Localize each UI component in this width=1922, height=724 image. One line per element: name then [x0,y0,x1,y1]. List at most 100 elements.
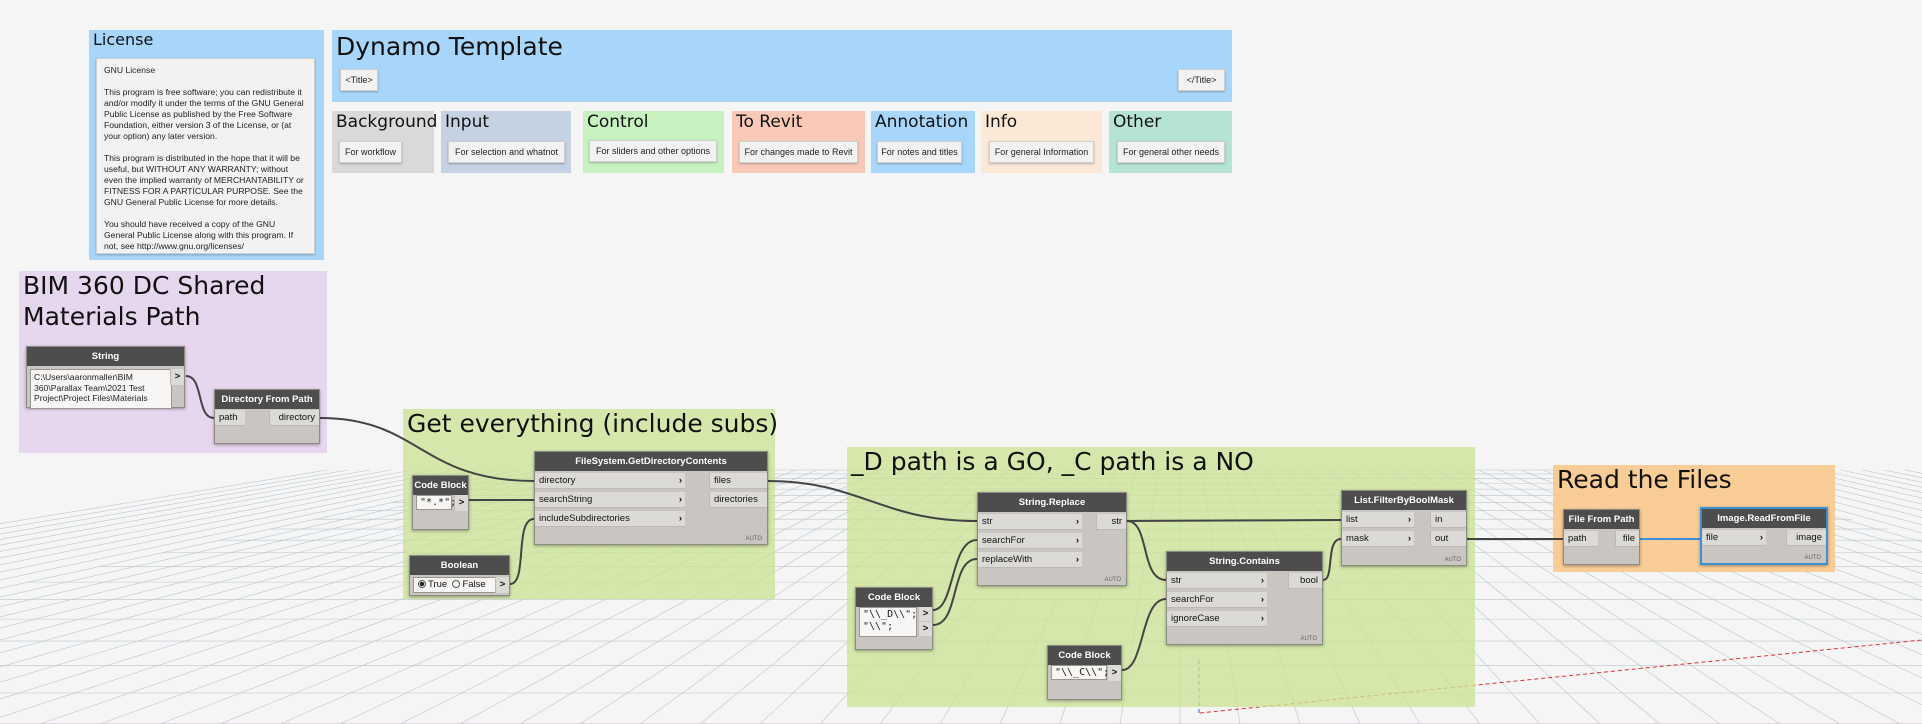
lacing-indicator[interactable]: AUTO [1804,555,1821,561]
port-label: out [1435,533,1449,544]
input-port-searchfor[interactable]: searchFor› [1167,592,1267,608]
string-value[interactable]: C:\Users\aaronmaller\BIM 360\Parallax Te… [30,369,172,409]
output-port-files[interactable]: files [709,473,767,489]
port-label: ignoreCase [1171,613,1220,624]
chevron-right-icon: › [678,494,682,505]
string-node[interactable]: String C:\Users\aaronmaller\BIM 360\Para… [26,346,185,409]
legend-note[interactable]: For general other needs [1117,141,1225,163]
legend-note[interactable]: For changes made to Revit [739,141,858,163]
code-editor[interactable]: "\\_D\\";"\\"; [859,607,917,637]
input-port-ignorecase[interactable]: ignoreCase› [1167,611,1267,627]
input-port-searchstring[interactable]: searchString› [535,492,685,508]
input-port-replacewith[interactable]: replaceWith› [978,552,1082,568]
group-title: Get everything (include subs) [407,409,779,438]
output-port[interactable]: > [454,495,468,511]
directory-from-path-node[interactable]: Directory From Path path directory [214,389,320,444]
port-label: list [1346,514,1358,525]
input-port-mask[interactable]: mask› [1342,531,1414,547]
legend-control[interactable]: Control For sliders and other options [583,111,724,173]
output-port-bool[interactable]: bool [1288,573,1322,589]
output-port-directory[interactable]: directory [269,410,319,426]
legend-background[interactable]: Background For workflow [332,111,437,173]
lacing-indicator[interactable]: AUTO [1300,636,1317,642]
legend-note[interactable]: For notes and titles [877,141,962,163]
boolean-toggle[interactable]: True False [413,577,496,593]
true-label: True [428,579,448,590]
lacing-indicator[interactable]: AUTO [1104,577,1121,583]
code-line: "\\"; [863,621,894,632]
string-replace-node[interactable]: String.Replace str› searchFor› replaceWi… [977,492,1127,586]
output-port-str[interactable]: str [1096,514,1126,530]
legend-to-revit[interactable]: To Revit For changes made to Revit [732,111,865,173]
group-title: Read the Files [1557,465,1732,494]
license-note[interactable]: GNU License This program is free softwar… [96,58,315,254]
output-port-in[interactable]: in [1430,512,1466,528]
legend-note[interactable]: For selection and whatnot [448,141,565,163]
node-title: Image.ReadFromFile [1702,509,1826,528]
legend-info[interactable]: Info For general Information [981,111,1102,173]
legend-note[interactable]: For sliders and other options [589,140,717,162]
chevron-right-icon: › [678,475,682,486]
string-contains-node[interactable]: String.Contains str› searchFor› ignoreCa… [1166,551,1323,645]
output-port[interactable]: > [918,607,932,621]
port-label: str [1171,575,1182,586]
output-port[interactable]: > [495,577,509,593]
input-port-searchfor[interactable]: searchFor› [978,533,1082,549]
group-title-line-1: BIM 360 DC Shared [23,271,266,300]
radio-false-icon[interactable] [452,580,461,588]
title-close-note[interactable]: </Title> [1178,69,1225,91]
input-port-path[interactable]: path [215,410,245,426]
legend-title: To Revit [736,112,803,132]
input-port-directory[interactable]: directory › [535,473,685,489]
code-editor[interactable]: "\\_C\\"; [1051,665,1109,680]
file-from-path-node[interactable]: File From Path path file [1563,509,1640,565]
chevron-right-icon: › [1759,532,1763,543]
chevron-right-icon: › [678,513,682,524]
legend-input[interactable]: Input For selection and whatnot [441,111,571,173]
legend-other[interactable]: Other For general other needs [1109,111,1232,173]
legend-title: Input [445,112,490,132]
input-port-includesubdirectories[interactable]: includeSubdirectories› [535,511,685,527]
code-block-contains-value[interactable]: Code Block "\\_C\\"; > [1047,645,1122,700]
input-port-path[interactable]: path [1564,531,1598,547]
license-title: License [93,30,154,49]
port-label: directory [539,475,576,486]
output-port[interactable]: > [170,369,184,385]
radio-true-icon[interactable] [418,580,426,588]
title-open-note[interactable]: <Title> [340,69,378,91]
code-block-replace-values[interactable]: Code Block "\\_D\\";"\\"; > > [855,587,933,650]
group-dynamo-template[interactable]: Dynamo Template <Title> </Title> [332,30,1232,102]
input-port-str[interactable]: str› [1167,573,1267,589]
legend-title: Control [587,112,649,132]
get-directory-contents-node[interactable]: FileSystem.GetDirectoryContents director… [534,451,768,545]
output-port-out[interactable]: out [1430,531,1466,547]
license-paragraph-1: This program is free software; you can r… [104,87,304,141]
output-port-image[interactable]: image [1786,530,1826,546]
lacing-indicator[interactable]: AUTO [1444,557,1461,563]
port-label: str [982,516,993,527]
input-port-str[interactable]: str › [978,514,1082,530]
legend-note[interactable]: For general Information [989,141,1094,163]
input-port-file[interactable]: file› [1702,530,1766,546]
boolean-node[interactable]: Boolean True False > [409,555,510,596]
image-read-from-file-node[interactable]: Image.ReadFromFile file› image AUTO [1700,507,1828,565]
output-port[interactable]: > [918,622,932,636]
node-title: Boolean [410,556,509,575]
chevron-right-icon: › [1075,516,1079,527]
legend-annotation[interactable]: Annotation For notes and titles [871,111,975,173]
port-label: bool [1300,575,1318,586]
output-port[interactable]: > [1107,665,1121,681]
legend-title: Info [985,112,1018,132]
legend-note[interactable]: For workflow [339,141,402,163]
lacing-indicator[interactable]: AUTO [745,536,762,542]
code-editor[interactable]: "*.*"; [416,495,456,510]
input-port-list[interactable]: list› [1342,512,1414,528]
output-port-directories[interactable]: directories [709,492,767,508]
group-path-filter[interactable]: _D path is a GO, _C path is a NO [847,447,1475,707]
license-heading: GNU License [104,65,156,75]
port-label: file [1622,533,1635,544]
port-label: path [1568,533,1587,544]
code-block-search-string[interactable]: Code Block "*.*"; > [412,475,469,530]
filter-by-bool-mask-node[interactable]: List.FilterByBoolMask list› mask› in out… [1341,490,1467,566]
output-port-file[interactable]: file [1615,531,1639,547]
